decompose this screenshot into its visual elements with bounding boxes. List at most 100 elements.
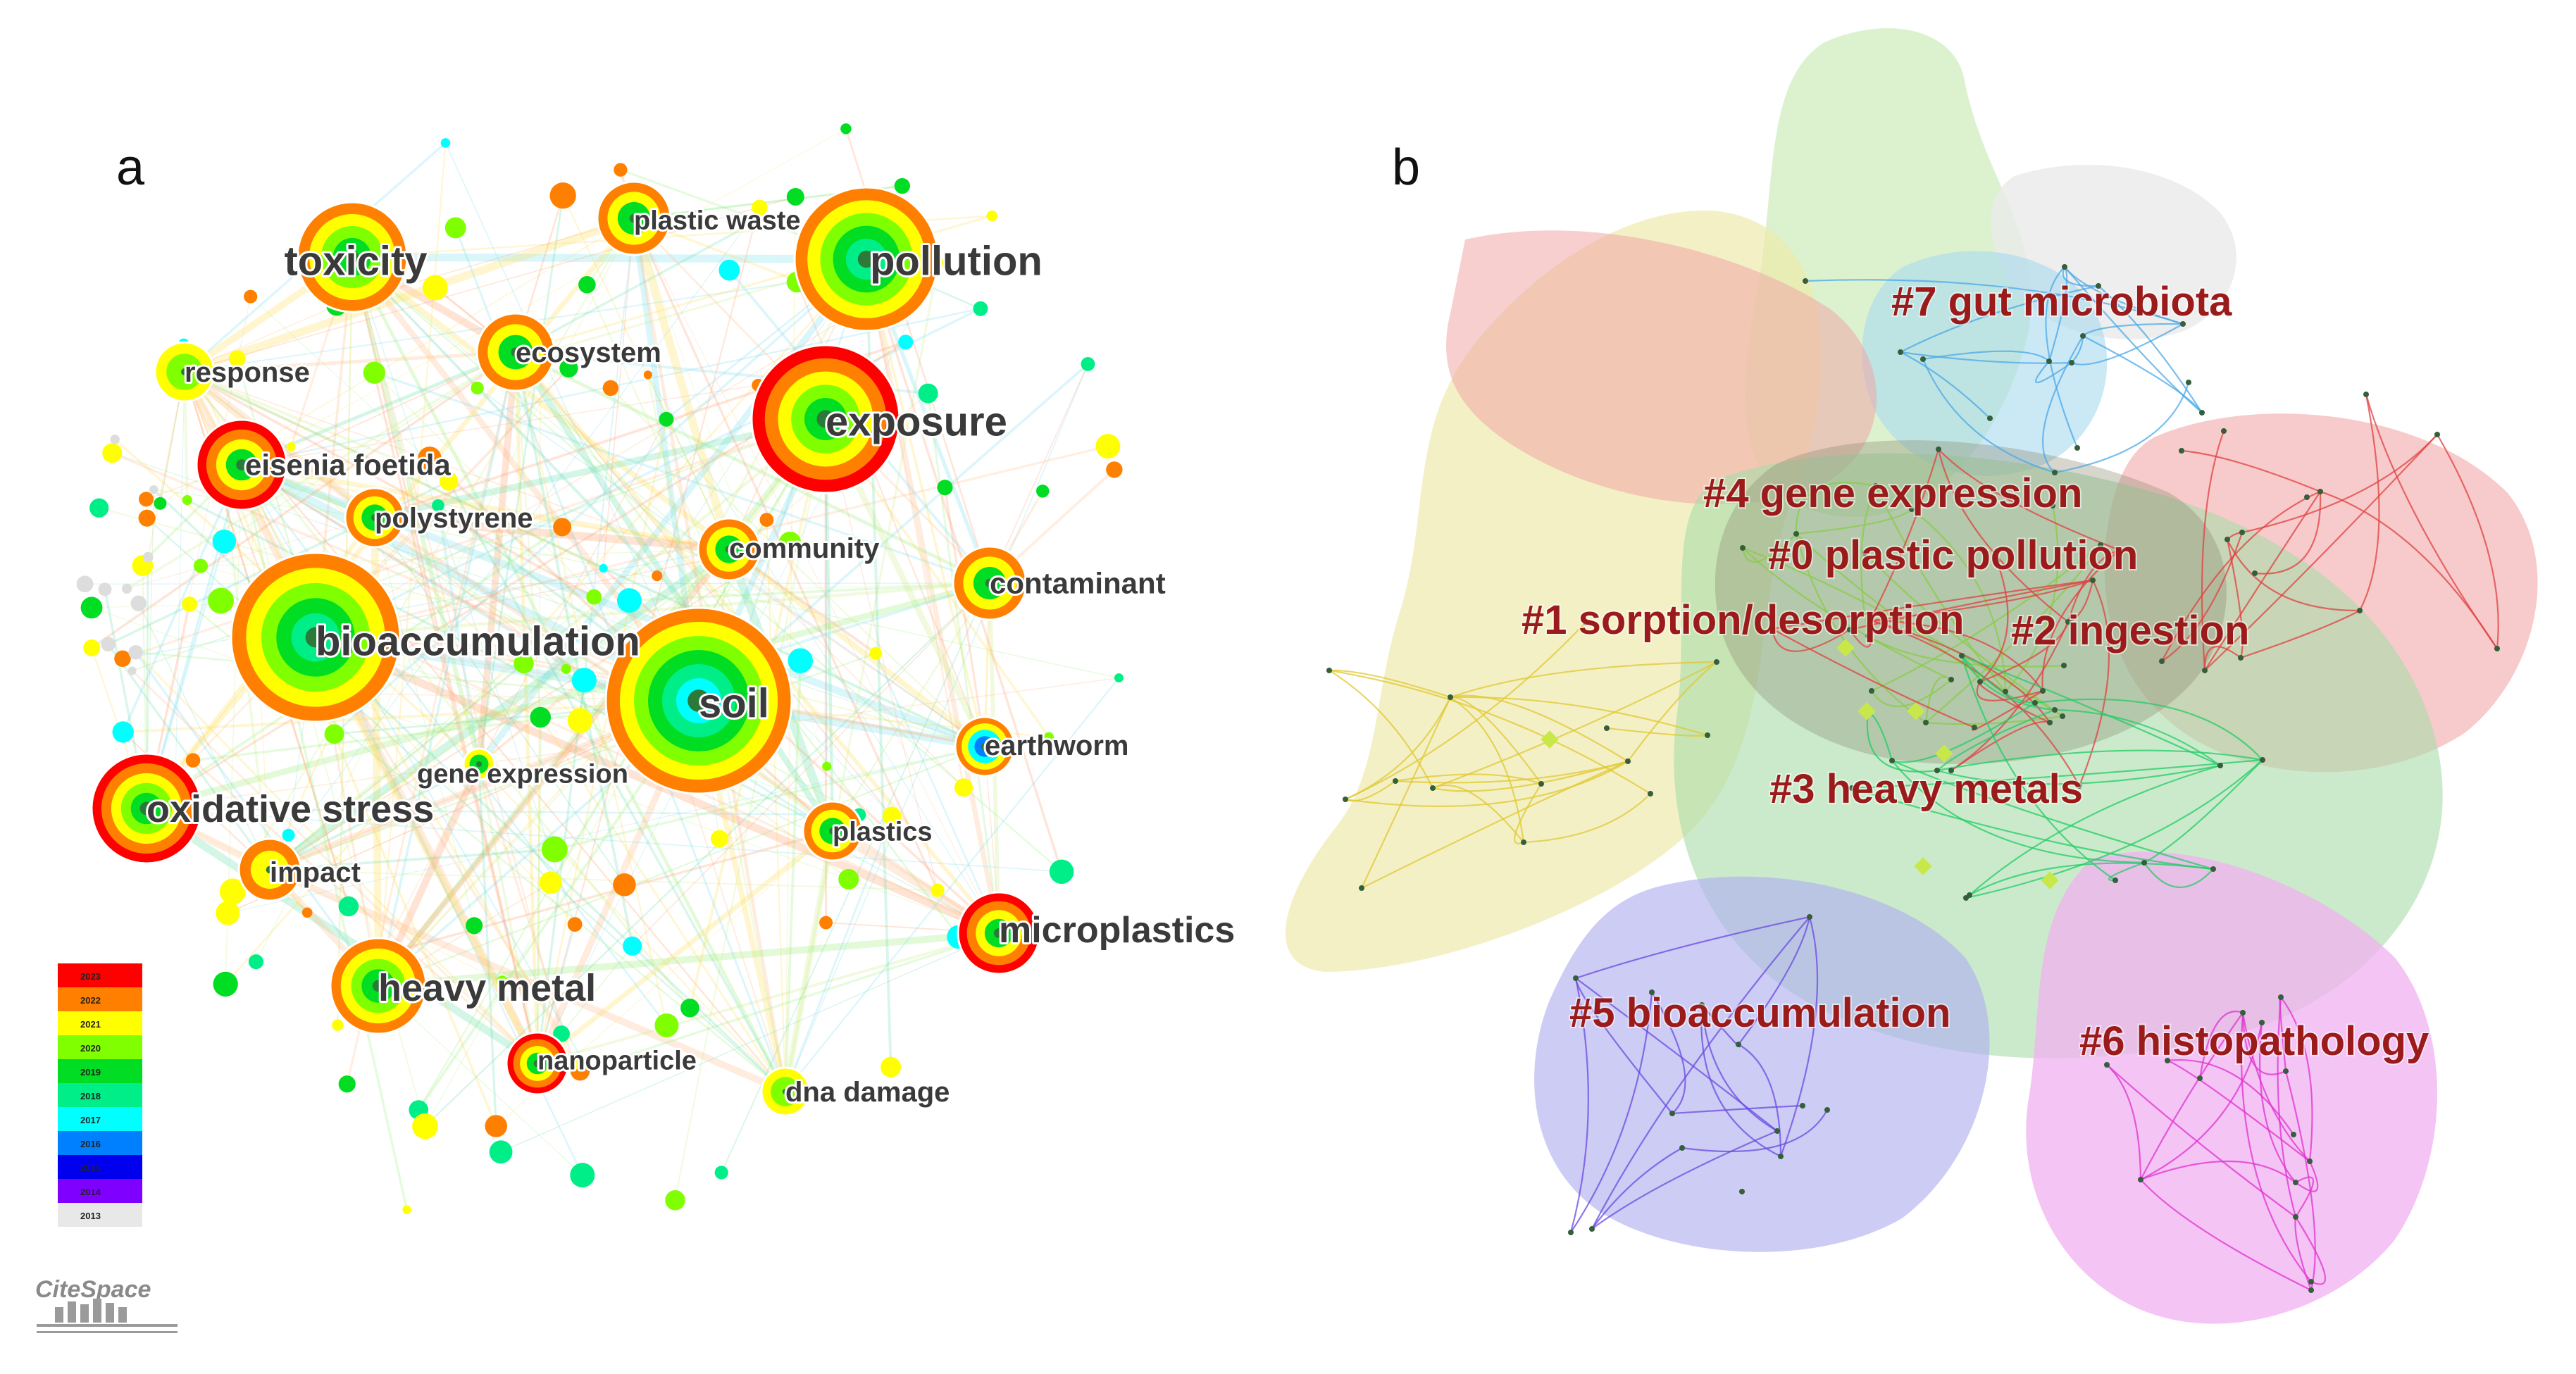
network-edge [269,663,524,870]
legend-swatch-2023 [58,963,142,987]
cluster-hull-histopathology [2026,851,2437,1324]
cluster-edge [1937,449,2069,623]
cluster-hull-plastic-pollution [1446,230,1877,505]
minor-keyword-node [1036,485,1050,498]
cluster-edge [1938,449,2120,551]
network-edge [374,416,826,521]
keyword-label-response: response [185,357,310,388]
network-edge [478,763,786,1092]
cluster-edge [2034,698,2263,761]
minor-keyword-node [76,575,94,593]
cluster-node [2061,663,2067,668]
cluster-edge [2140,1012,2244,1180]
cluster-edge [1869,619,2051,723]
cluster-node [1740,545,1746,551]
legend-year-2016: 2016 [80,1139,101,1149]
minor-keyword-node [286,442,296,451]
network-edge [269,542,791,870]
minor-keyword-node [471,381,484,395]
cluster-node [2307,1158,2313,1164]
cluster-node [2283,1068,2289,1074]
network-edge [241,462,730,552]
cluster-edge [2161,490,2321,662]
cluster-node [2304,494,2310,500]
cluster-edge [2042,335,2084,473]
keyword-label-pollution: pollution [870,238,1043,284]
node-core [476,761,482,767]
network-edge [255,218,635,962]
minor-keyword-node [338,896,359,917]
network-edge [184,370,604,570]
network-edge [184,370,595,599]
cluster-edge [2201,430,2225,671]
cluster-nodes-4-gene-expression [1740,483,2103,725]
minor-keyword-node [623,936,642,956]
cluster-edge [1805,279,2184,325]
minor-keyword-node [602,380,619,396]
node-core [371,514,378,521]
cluster-node [1778,1154,1784,1159]
minor-keyword-node [869,647,883,660]
minor-keyword-node [127,666,137,675]
minor-keyword-node [219,878,246,905]
network-edge [183,214,635,376]
network-edge [785,196,796,1092]
network-edge [122,549,730,660]
minor-keyword-node [659,411,674,427]
minor-keyword-node [559,358,578,377]
cluster-edge [1976,681,2043,701]
network-edge [377,351,517,987]
cluster-edge [1869,619,2080,787]
legend-swatch-2013 [58,1203,142,1227]
minor-keyword-node [466,917,483,935]
node-core [511,347,521,357]
cluster-edge [1900,351,1991,419]
network-edge [91,351,516,649]
cluster-hull-gene-expression-center [1715,440,2227,764]
node-core [345,250,359,264]
network-edge [144,805,540,1067]
node-core [725,545,733,554]
minor-keyword-node [710,830,728,848]
network-edge [478,763,575,1063]
network-edge [249,351,516,475]
cluster-edge [1591,1130,1778,1230]
minor-keyword-node [363,361,386,384]
cluster-node [2434,432,2440,437]
minor-keyword-node [586,589,602,605]
minor-keyword-node [567,708,593,733]
cluster-node [1326,668,1332,673]
cluster-node [1649,989,1655,995]
cluster-node [2138,1177,2143,1182]
minor-keyword-node [128,644,144,660]
cluster-edge [2140,1160,2296,1183]
cluster-edge [2295,1176,2314,1218]
minor-keyword-node [440,138,451,148]
network-edge [554,745,985,851]
network-edge [232,218,635,892]
cluster-node [1769,626,1775,632]
cluster-node [1538,781,1544,787]
network-edge [674,418,827,1201]
cluster-edge [1911,508,2007,692]
cluster-edge [1574,978,1673,1114]
legend-year-2019: 2019 [80,1067,101,1078]
cluster-node [2217,763,2223,768]
minor-keyword-node [954,778,973,797]
cluster-edge [1922,358,2055,474]
minor-keyword-node [680,998,699,1018]
network-edge [610,387,985,747]
network-edge [629,582,990,602]
cluster-labels: #7 gut microbiota#4 gene expression#0 pl… [1520,277,2430,1066]
minor-keyword-node [931,883,945,897]
keyword-node-dna-damage [760,1066,811,1117]
cluster-node [2494,646,2500,651]
cluster-node [2179,448,2184,454]
network-edge [126,517,375,589]
cluster-edge [2240,610,2360,659]
cluster-edge [1345,697,1451,801]
network-edge [500,932,1000,1153]
network-edge [424,582,990,1128]
cluster-node [2159,658,2165,664]
